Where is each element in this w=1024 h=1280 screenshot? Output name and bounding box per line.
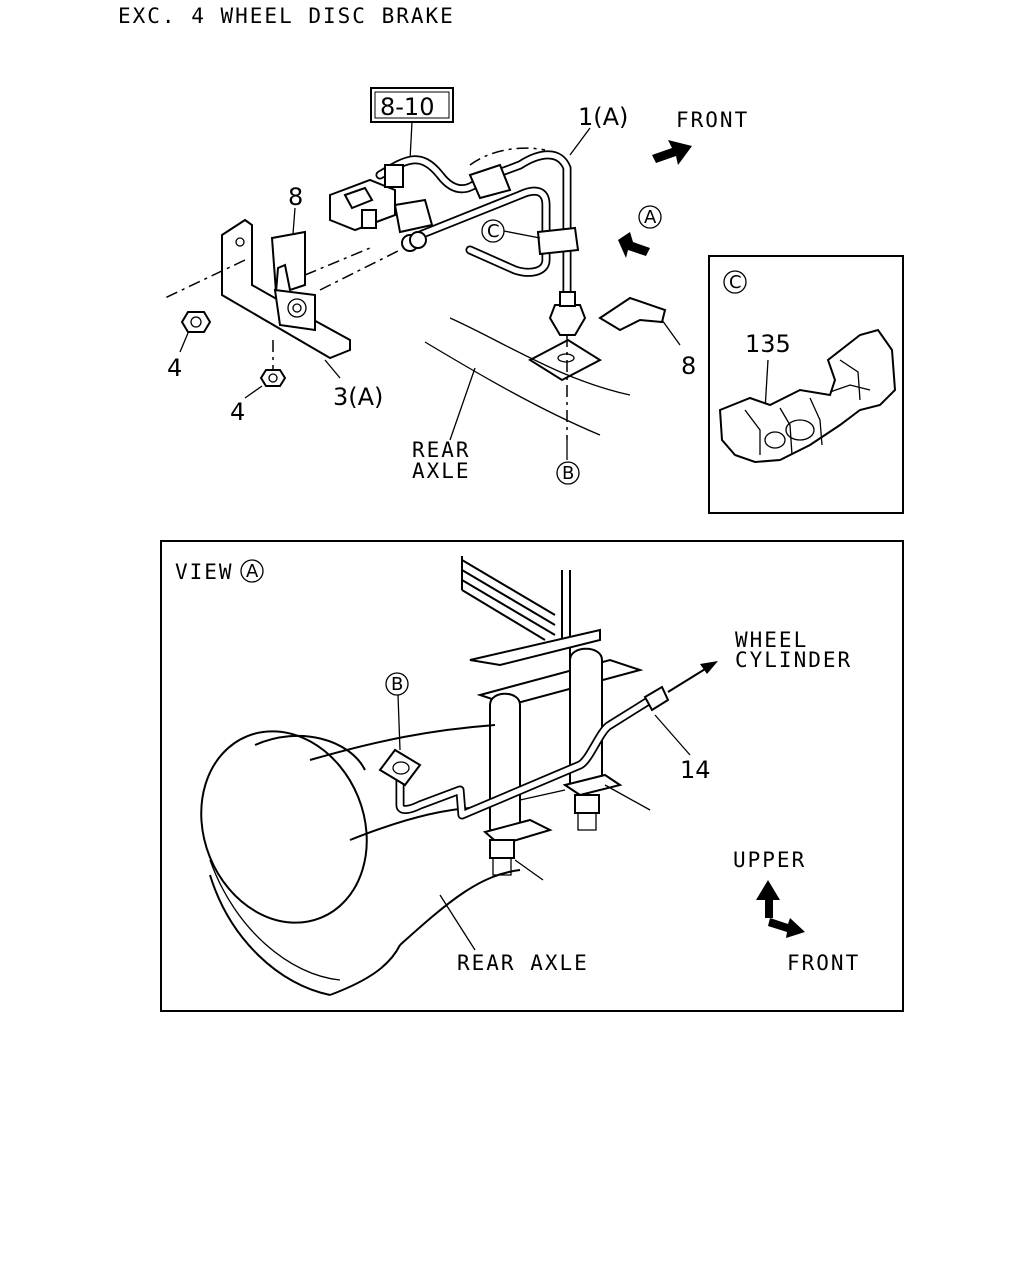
- rear-axle-outline: [424, 317, 631, 460]
- view-a-title: VIEW: [175, 560, 234, 584]
- upper-label: UPPER: [733, 848, 806, 872]
- axle-housing: [200, 724, 521, 996]
- marker-b-view-text: B: [391, 674, 403, 695]
- front-arrow-icon: [652, 140, 692, 165]
- rear-axle-label-top-2: AXLE: [412, 459, 471, 483]
- front-arrow-icon-view: [768, 918, 805, 938]
- reference-box-label: 8-10: [380, 93, 434, 121]
- bracket: 3(A): [164, 218, 401, 411]
- marker-b-top-text: B: [562, 463, 574, 484]
- callout-hose: 14: [680, 756, 711, 784]
- ubolt-nuts: [482, 773, 651, 881]
- detail-c-callout: 135: [745, 330, 791, 358]
- detail-c-marker: C: [729, 272, 742, 293]
- callout-nut-upper: 4: [167, 354, 182, 382]
- junction-block: [329, 164, 434, 252]
- front-label-top: FRONT: [676, 108, 749, 132]
- brake-hose: [378, 661, 718, 820]
- front-label-view: FRONT: [787, 951, 860, 975]
- brake-pipes: [375, 147, 587, 336]
- rear-axle-label-view: REAR AXLE: [457, 951, 589, 975]
- view-direction-arrow-icon: [618, 232, 650, 258]
- view-a-panel: VIEW A: [160, 540, 904, 1012]
- view-a-marker: A: [246, 561, 259, 582]
- callout-bracket: 3(A): [333, 383, 383, 411]
- top-view: 8-10: [164, 87, 749, 485]
- marker-a-text: A: [644, 207, 657, 228]
- wheel-cylinder-label-2: CYLINDER: [735, 648, 852, 672]
- clip-left: 8: [270, 183, 306, 293]
- callout-nut-lower: 4: [230, 398, 245, 426]
- detail-c-panel: C 135: [708, 255, 904, 514]
- frame-member: [461, 556, 644, 707]
- callout-clip-right: 8: [681, 352, 696, 380]
- clip-right: 8: [598, 296, 696, 380]
- rear-axle-label-top-1: REAR: [412, 438, 471, 462]
- marker-a: A: [618, 205, 662, 258]
- marker-b-top: B: [556, 461, 580, 485]
- wheel-cylinder-label-1: WHEEL: [735, 628, 808, 652]
- reference-box: 8-10: [370, 87, 454, 161]
- callout-clip-left: 8: [288, 183, 303, 211]
- marker-c: C: [481, 219, 541, 243]
- upper-arrow-icon: [756, 880, 780, 918]
- nut-upper: 4: [167, 311, 212, 382]
- marker-b-view: B: [385, 672, 409, 751]
- marker-c-text: C: [487, 221, 500, 242]
- diagram-title: EXC. 4 WHEEL DISC BRAKE: [118, 4, 455, 28]
- callout-pipe: 1(A): [578, 103, 628, 131]
- nut-lower: 4: [230, 340, 287, 426]
